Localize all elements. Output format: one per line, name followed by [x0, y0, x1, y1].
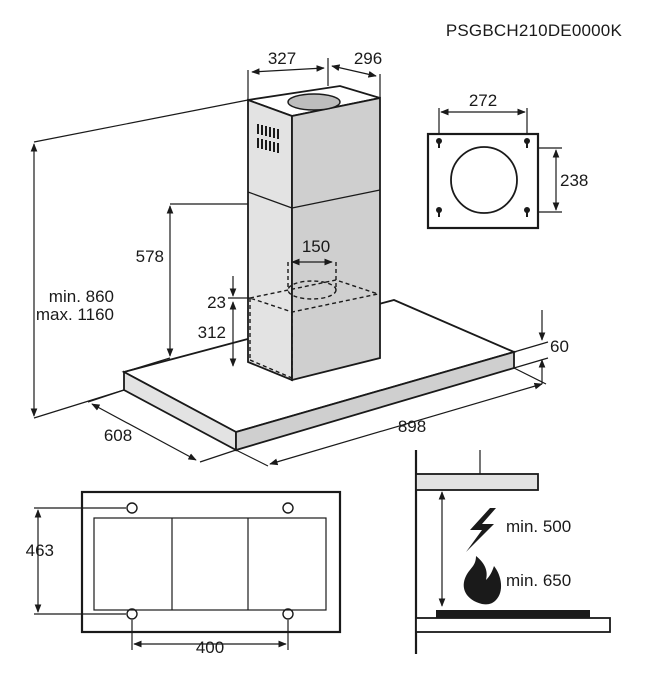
dim-chimney-depth: [331, 64, 377, 78]
label-lower-height: 578: [136, 247, 164, 266]
worktop: [415, 617, 611, 633]
dim-canopy-width: [269, 382, 543, 466]
label-height-max: max. 1160: [36, 305, 114, 324]
vent-slots: [257, 124, 279, 153]
label-bracket-horizontal: 272: [469, 91, 497, 110]
label-bracket-vertical: 238: [560, 171, 588, 190]
underside-view: 463 400: [26, 490, 342, 657]
ceiling-bracket-view: 272 238: [426, 91, 588, 230]
electric-icon: [466, 508, 496, 552]
dim-chimney-width: [251, 65, 325, 75]
keyhole-slots: [436, 138, 530, 217]
mount-hole: [126, 502, 138, 514]
installation-clearance-view: min. 500 min. 650: [414, 450, 611, 654]
bracket-duct-hole: [450, 146, 518, 214]
duct-outlet: [287, 93, 341, 111]
label-chimney-width: 327: [268, 49, 296, 68]
internal-motor-box: [247, 262, 381, 379]
label-underside-holes: 400: [196, 638, 224, 657]
hood-section: [415, 473, 539, 491]
label-canopy-depth: 608: [104, 426, 132, 445]
label-underside-depth: 463: [26, 541, 54, 560]
label-height-min: min. 860: [49, 287, 114, 306]
label-gas-clearance: min. 650: [506, 571, 571, 590]
label-canopy-width: 898: [398, 417, 426, 436]
label-outlet-offset: 23: [207, 293, 226, 312]
dim-canopy-depth: [91, 403, 197, 461]
mount-hole: [282, 608, 294, 620]
gas-flame-icon: [463, 556, 502, 605]
grease-filter-area: [93, 517, 327, 611]
label-cover-height: 312: [198, 323, 226, 342]
label-duct: 150: [302, 237, 330, 256]
hood-isometric-view: 327 296 150 578 23 312 min. 860 max. 116…: [30, 49, 569, 467]
hob: [436, 610, 590, 618]
model-code: PSGBCH210DE0000K: [446, 21, 623, 40]
label-canopy-thickness: 60: [550, 337, 569, 356]
bracket-plate: [426, 132, 540, 230]
mount-hole: [126, 608, 138, 620]
label-electric-clearance: min. 500: [506, 517, 571, 536]
chimney: [247, 85, 381, 382]
label-chimney-depth: 296: [354, 49, 382, 68]
mount-hole: [282, 502, 294, 514]
